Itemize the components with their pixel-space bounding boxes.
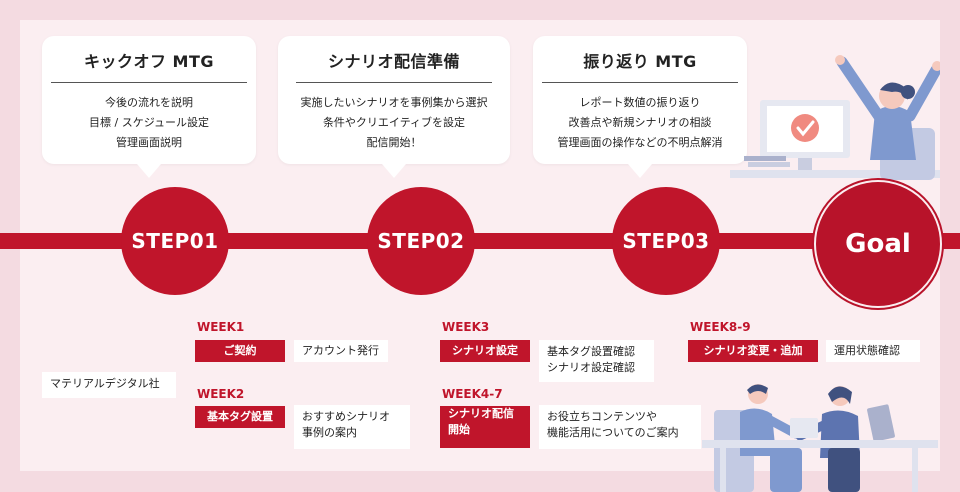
- week3-note-line: 基本タグ設置確認: [547, 345, 635, 358]
- goal-circle: Goal: [814, 180, 942, 308]
- step01-bubble: キックオフ MTG 今後の流れを説明 目標 / スケジュール設定 管理画面説明: [42, 36, 256, 178]
- week4-7-tag: シナリオ配信 開始: [440, 406, 530, 448]
- timeline-bar: [0, 233, 960, 249]
- company-label: マテリアルデジタル社: [42, 372, 176, 398]
- week2-note-line: 事例の案内: [302, 426, 357, 439]
- step03-line: 改善点や新規シナリオの相談: [568, 116, 712, 129]
- week8-9-note: 運用状態確認: [826, 340, 920, 362]
- week4-7-note-line: お役立ちコンテンツや: [547, 410, 657, 423]
- step02-bubble: シナリオ配信準備 実施したいシナリオを事例集から選択 条件やクリエイティブを設定…: [278, 36, 510, 178]
- week4-7-note-line: 機能活用についてのご案内: [547, 426, 679, 439]
- step03-title: 振り返り MTG: [583, 52, 697, 71]
- divider: [296, 82, 492, 83]
- celebrating-person-illustration: [730, 55, 940, 180]
- step03-line: 管理画面の操作などの不明点解消: [557, 136, 723, 149]
- step03-bubble: 振り返り MTG レポート数値の振り返り 改善点や新規シナリオの相談 管理画面の…: [533, 36, 747, 178]
- week2-tag: 基本タグ設置: [195, 406, 285, 428]
- week2-label: WEEK2: [197, 387, 245, 401]
- step02-circle: STEP02: [367, 187, 475, 295]
- week3-note-line: シナリオ設定確認: [547, 361, 635, 374]
- step01-line: 管理画面説明: [116, 136, 182, 149]
- step01-line: 目標 / スケジュール設定: [89, 116, 209, 129]
- meeting-people-illustration: [702, 384, 938, 492]
- step02-title: シナリオ配信準備: [327, 52, 460, 71]
- week3-tag: シナリオ設定: [440, 340, 530, 362]
- week1-tag: ご契約: [195, 340, 285, 362]
- week8-9-label: WEEK8-9: [690, 320, 751, 334]
- divider: [51, 82, 247, 83]
- week4-7-tag-line: シナリオ配信: [448, 407, 514, 420]
- week2-note-line: おすすめシナリオ: [302, 410, 390, 423]
- step02-line: 条件やクリエイティブを設定: [322, 116, 466, 129]
- week4-7-tag-line: 開始: [448, 423, 470, 436]
- divider: [542, 82, 738, 83]
- week1-note: アカウント発行: [294, 340, 388, 362]
- step01-circle: STEP01: [121, 187, 229, 295]
- week4-7-note: お役立ちコンテンツや 機能活用についてのご案内: [539, 405, 701, 449]
- week3-note: 基本タグ設置確認 シナリオ設定確認: [539, 340, 654, 382]
- step02-line: 実施したいシナリオを事例集から選択: [300, 96, 488, 109]
- step01-title: キックオフ MTG: [83, 52, 215, 71]
- week2-note: おすすめシナリオ 事例の案内: [294, 405, 410, 449]
- week4-7-label: WEEK4-7: [442, 387, 503, 401]
- week8-9-tag: シナリオ変更・追加: [688, 340, 818, 362]
- step03-line: レポート数値の振り返り: [579, 96, 701, 109]
- step03-circle: STEP03: [612, 187, 720, 295]
- week1-label: WEEK1: [197, 320, 245, 334]
- week3-label: WEEK3: [442, 320, 490, 334]
- step02-line: 配信開始！: [366, 136, 422, 149]
- step01-line: 今後の流れを説明: [105, 96, 193, 109]
